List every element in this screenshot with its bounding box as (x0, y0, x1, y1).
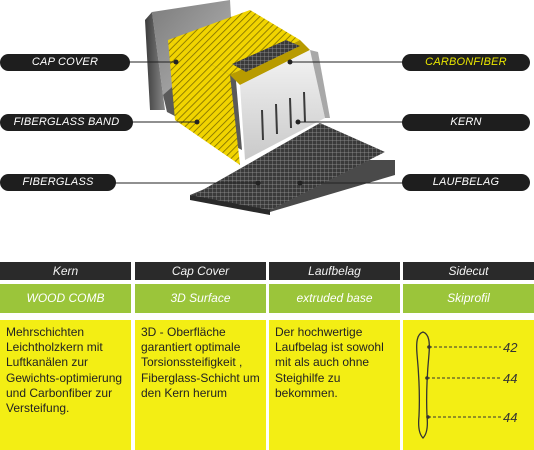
column-header: Kern (0, 262, 131, 280)
column-header: Cap Cover (135, 262, 266, 280)
column-subheader: Skiprofil (403, 284, 534, 313)
carbonfiber-strip (232, 40, 300, 72)
ski-profile-graphic (416, 331, 501, 439)
fiberglass-band-side (168, 40, 240, 165)
sidecut-panel: 42 44 44 (403, 320, 534, 450)
column-description: Mehrschichten Leichtholzkern mit Luftkan… (0, 320, 131, 450)
ski-cross-section-diagram: CAP COVER CARBONFIBER FIBERGLASS BAND KE… (0, 0, 530, 215)
column-subheader: WOOD COMB (0, 284, 131, 313)
column-description: 3D - Oberfläche garantiert optimale Tors… (135, 320, 266, 450)
label-kern: KERN (402, 114, 530, 131)
cap-cover-side (145, 12, 165, 110)
laufbelag-grid (192, 123, 385, 210)
column-subheader: 3D Surface (135, 284, 266, 313)
label-cap-cover: CAP COVER (0, 54, 130, 71)
label-laufbelag: LAUFBELAG (402, 174, 530, 191)
sidecut-value-waist: 44 (503, 371, 518, 386)
ski-outline (416, 331, 430, 439)
sidecut-value-tip: 42 (503, 340, 518, 355)
label-fiberglass: FIBERGLASS (0, 174, 116, 191)
kern-core (240, 50, 325, 160)
fiberglass-band-top (168, 10, 300, 75)
label-fiberglass-band: FIBERGLASS BAND (0, 114, 133, 131)
column-header: Laufbelag (269, 262, 400, 280)
label-carbonfiber: CARBONFIBER (402, 54, 530, 71)
sidecut-value-tail: 44 (503, 410, 518, 425)
column-subheader: extruded base (269, 284, 400, 313)
column-description: Der hochwertige Laufbelag ist sowohl mit… (269, 320, 400, 450)
column-header: Sidecut (403, 262, 534, 280)
ski-layers-illustration (112, 0, 408, 215)
